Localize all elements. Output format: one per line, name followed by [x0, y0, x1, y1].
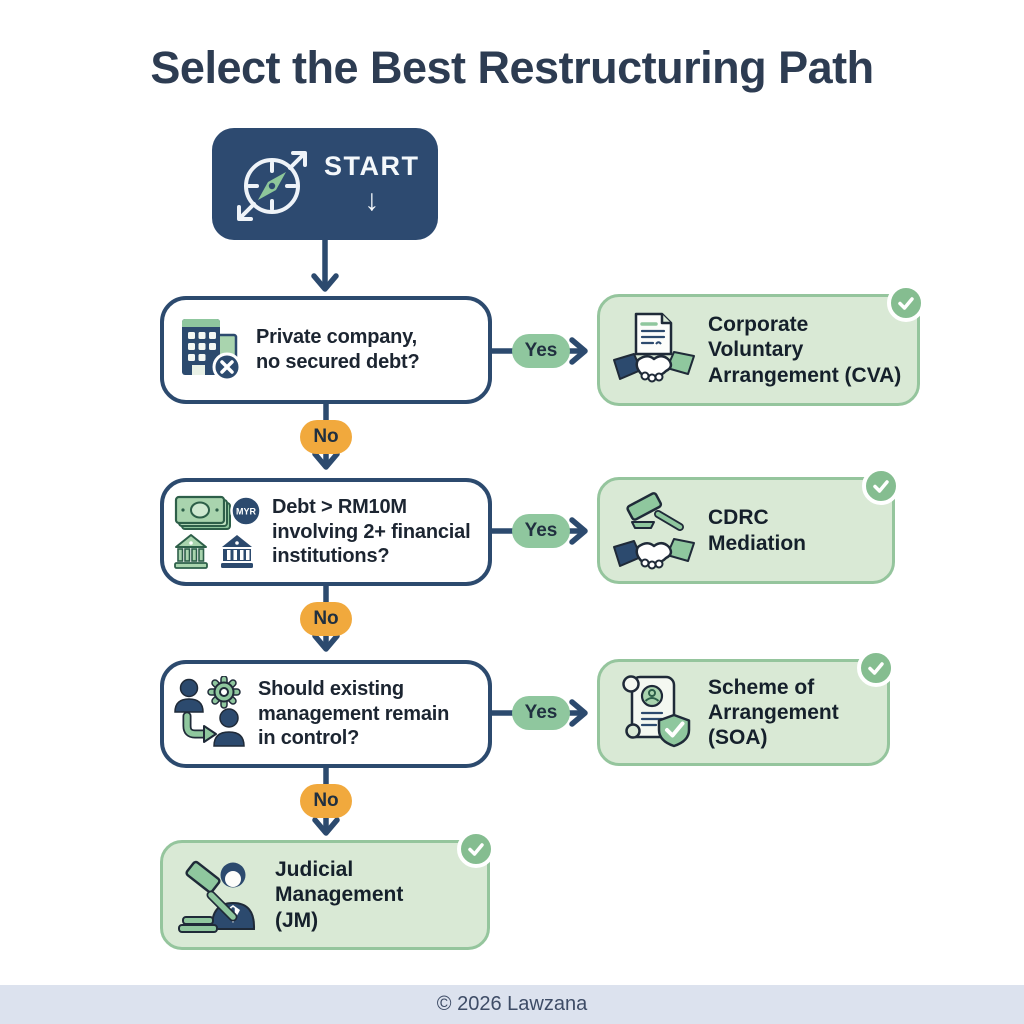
outcome-jm: Judicial Management (JM) [160, 830, 495, 950]
check-badge-icon [862, 467, 900, 505]
scroll-shield-icon [612, 671, 696, 755]
agreement-handshake-icon [612, 310, 696, 390]
check-badge-icon [457, 830, 495, 868]
outcome-label: CDRC Mediation [708, 506, 806, 555]
decision-question: Debt > RM10M involving 2+ financial inst… [272, 495, 471, 568]
outcome-label: Scheme of Arrangement (SOA) [708, 675, 839, 750]
gavel-handshake-icon [612, 489, 696, 573]
outcome-label: Judicial Management (JM) [275, 858, 404, 932]
management-cycle-icon [172, 676, 250, 752]
gavel-person-icon [175, 853, 263, 937]
outcome-soa: Scheme of Arrangement (SOA) [597, 649, 895, 766]
decision-question: Private company, no secured debt? [256, 326, 420, 373]
outcome-label: Corporate Voluntary Arrangement (CVA) [708, 313, 902, 387]
decision-question: Should existing management remain in con… [258, 677, 450, 750]
outcome-cdrc: CDRC Mediation [597, 467, 900, 584]
check-badge-icon [857, 649, 895, 687]
compass-icon [236, 143, 308, 225]
start-label: START [324, 150, 420, 181]
check-badge-icon [887, 284, 925, 322]
no-pill-1: No [300, 420, 352, 454]
company-no-debt-icon [172, 309, 248, 391]
myr-badge-text: MYR [236, 507, 257, 517]
decision-debt-threshold: MYR Debt > RM10M involving 2+ financial … [160, 478, 492, 586]
page-title: Select the Best Restructuring Path [150, 42, 874, 93]
money-banks-icon: MYR [172, 491, 264, 573]
yes-pill-2: Yes [512, 514, 570, 548]
start-down-arrow: ↓ [364, 183, 380, 217]
decision-private-company: Private company, no secured debt? [160, 296, 492, 404]
yes-pill-1: Yes [512, 334, 570, 368]
decision-management-control: Should existing management remain in con… [160, 660, 492, 768]
start-node: START ↓ [212, 128, 438, 240]
no-pill-3: No [300, 784, 352, 818]
yes-pill-3: Yes [512, 696, 570, 730]
no-pill-2: No [300, 602, 352, 636]
footer-copyright: © 2026 Lawzana [0, 985, 1024, 1024]
outcome-cva: Corporate Voluntary Arrangement (CVA) [597, 284, 925, 406]
